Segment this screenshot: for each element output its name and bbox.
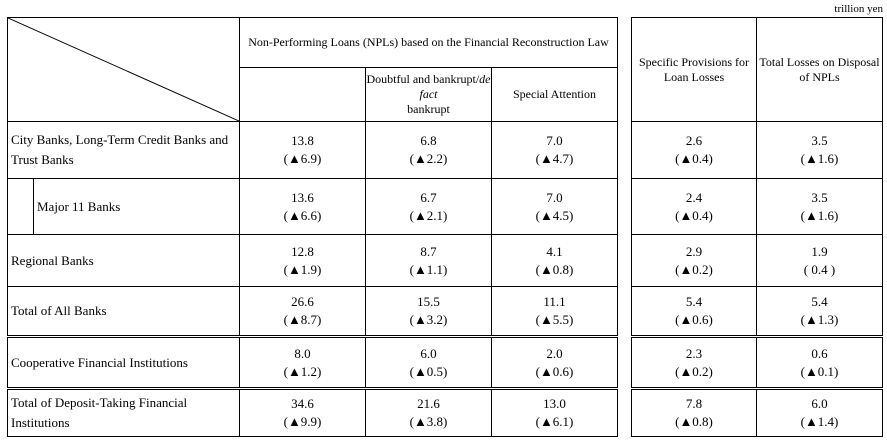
npl-table: Non-Performing Loans (NPLs) based on the… [7,17,618,437]
table-row: City Banks, Long-Term Credit Banks and T… [7,121,618,179]
row-label: Cooperative Financial Institutions [7,335,240,389]
row-label: Major 11 Banks [33,178,240,235]
row-label: City Banks, Long-Term Credit Banks and T… [7,121,240,179]
table-row: Cooperative Financial Institutions 8.0(▲… [7,335,618,389]
npl-group-header: Non-Performing Loans (NPLs) based on the… [239,17,618,68]
losses-header: Total Losses on Disposal of NPLs [756,17,883,122]
row-label: Total of All Banks [7,286,240,337]
unit-label: trillion yen [834,3,883,15]
table-row: 2.3(▲0.2) 0.6(▲0.1) [631,335,883,389]
table-row: 2.9(▲0.2) 1.9( 0.4 ) [631,234,883,287]
table-row: 5.4(▲0.6) 5.4(▲1.3) [631,286,883,337]
table-row: Total of Deposit-Taking Financial Instit… [7,387,618,437]
table-row: 7.8(▲0.8) 6.0(▲1.4) [631,387,883,437]
corner-cell [7,17,240,122]
table-row: Total of All Banks 26.6(▲8.7) 15.5(▲3.2)… [7,286,618,337]
row-label: Total of Deposit-Taking Financial Instit… [7,387,240,437]
provisions-header: Specific Provisions for Loan Losses [631,17,757,122]
npl-subheader-blank [239,67,366,122]
table-row: Major 11 Banks 13.6(▲6.6) 6.7(▲2.1) 7.0(… [7,178,618,235]
row-label: Regional Banks [7,234,240,287]
diagonal-line [8,18,239,121]
table-row: 2.4(▲0.4) 3.5(▲1.6) [631,178,883,235]
provisions-table: Specific Provisions for Loan Losses Tota… [631,17,883,437]
indent-spacer [7,178,34,235]
special-attention-header: Special Attention [491,67,618,122]
table-row: Regional Banks 12.8(▲1.9) 8.7(▲1.1) 4.1(… [7,234,618,287]
table-row: 2.6(▲0.4) 3.5(▲1.6) [631,121,883,179]
